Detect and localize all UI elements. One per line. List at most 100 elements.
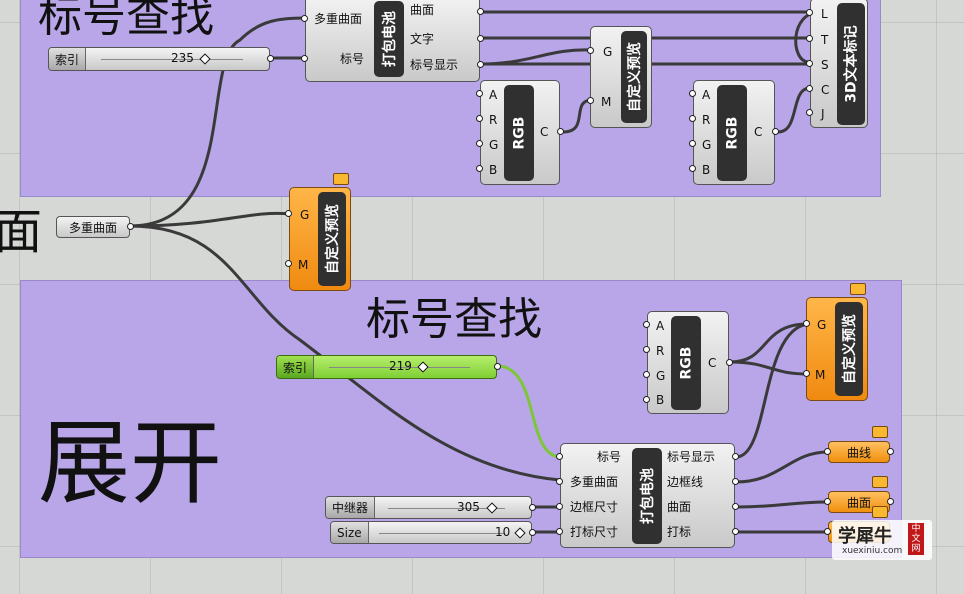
rgb-in-port[interactable] <box>643 371 650 378</box>
rgb-in-port[interactable] <box>689 90 696 97</box>
tag-in-port[interactable] <box>806 85 813 92</box>
rgb-bar: RGB <box>671 316 701 410</box>
pack-bottom-in-port[interactable] <box>556 528 563 535</box>
bottom-group-title: 标号查找 <box>366 294 542 345</box>
pack-top-in-port[interactable] <box>301 15 308 22</box>
index-slider-bottom-output[interactable] <box>494 363 501 370</box>
rgb-in-port[interactable] <box>689 140 696 147</box>
rgb-bar: RGB <box>717 85 747 181</box>
pack-top-output-2: 标号显示 <box>410 58 459 72</box>
custom-preview-bar: 自定义预览 <box>318 192 346 286</box>
preview-input-g: G <box>603 45 613 59</box>
preview-in-port[interactable] <box>587 97 594 104</box>
pack-bottom-output-1: 边框线 <box>667 475 704 489</box>
rgb-input-r: R <box>656 344 665 358</box>
rgb-component-2[interactable]: A R G B RGB C <box>693 80 775 185</box>
pack-bottom-in-port[interactable] <box>556 453 563 460</box>
rgb-in-port[interactable] <box>689 165 696 172</box>
preview-flag-icon <box>850 283 866 295</box>
preview-input-g: G <box>817 318 827 332</box>
pack-component-top[interactable]: 多重曲面 标号 打包电池 曲面 文字 标号显示 <box>305 0 480 82</box>
tag-input-c: C <box>821 83 830 97</box>
index-slider-top-output[interactable] <box>267 55 274 62</box>
rgb-out-port[interactable] <box>772 128 779 135</box>
rgb-component-3[interactable]: A R G B RGB C <box>647 311 729 414</box>
tag-input-l: L <box>821 7 828 21</box>
tag-in-port[interactable] <box>806 35 813 42</box>
custom-preview-bottom[interactable]: G M 自定义预览 <box>806 297 868 401</box>
rgb-in-port[interactable] <box>476 165 483 172</box>
rgb-output-c: C <box>754 125 763 139</box>
multi-surface-param-output[interactable] <box>127 223 134 230</box>
pack-bottom-bar: 打包电池 <box>632 448 662 544</box>
rgb-out-port[interactable] <box>557 128 564 135</box>
pack-bottom-out-port[interactable] <box>732 478 739 485</box>
tag-in-port[interactable] <box>806 60 813 67</box>
pack-top-output-1: 文字 <box>410 32 435 46</box>
slider-grip-icon[interactable] <box>417 361 429 373</box>
size-slider-value: 10 <box>495 525 511 539</box>
rgb-input-b: B <box>656 393 665 407</box>
preview-input-g: G <box>300 208 310 222</box>
pack-bottom-in-port[interactable] <box>556 503 563 510</box>
curve-output-param[interactable]: 曲线 <box>828 441 890 463</box>
tag-in-port[interactable] <box>806 109 813 116</box>
text-tag-bar: 3D文本标记 <box>837 3 865 125</box>
curve-param-input[interactable] <box>824 448 831 455</box>
rgb-in-port[interactable] <box>476 115 483 122</box>
preview-in-port[interactable] <box>803 320 810 327</box>
left-edge-text: 面 <box>0 204 43 260</box>
rgb-out-port[interactable] <box>726 359 733 366</box>
preview-in-port[interactable] <box>285 210 292 217</box>
index-slider-bottom-value: 219 <box>389 359 412 373</box>
curve-param-output[interactable] <box>887 448 894 455</box>
index-slider-bottom[interactable]: 索引 219 <box>276 355 497 379</box>
preview-input-m: M <box>815 368 826 382</box>
pack-bottom-out-port[interactable] <box>732 503 739 510</box>
rgb-in-port[interactable] <box>476 140 483 147</box>
watermark-main: 学犀牛 <box>838 526 892 547</box>
tag-in-port[interactable] <box>806 9 813 16</box>
size-slider[interactable]: Size 10 <box>330 521 532 544</box>
preview-in-port[interactable] <box>803 370 810 377</box>
tag-input-t: T <box>821 33 829 47</box>
rgb-input-a: A <box>656 319 665 333</box>
pack-bottom-input-1: 多重曲面 <box>570 475 619 489</box>
rgb-input-r: R <box>702 113 711 127</box>
rgb-in-port[interactable] <box>643 321 650 328</box>
rgb-in-port[interactable] <box>689 115 696 122</box>
pack-bottom-out-port[interactable] <box>732 453 739 460</box>
rgb-in-port[interactable] <box>476 90 483 97</box>
custom-preview-middle[interactable]: G M 自定义预览 <box>289 187 351 291</box>
rgb-input-r: R <box>489 113 498 127</box>
preview-in-port[interactable] <box>587 47 594 54</box>
rgb-input-b: B <box>489 163 498 177</box>
tag-input-j: J <box>821 107 825 121</box>
pack-bottom-out-port[interactable] <box>732 528 739 535</box>
slider-grip-icon[interactable] <box>486 502 498 514</box>
pack-bottom-in-port[interactable] <box>556 478 563 485</box>
rgb-in-port[interactable] <box>643 396 650 403</box>
slider-grip-icon[interactable] <box>514 527 526 539</box>
rgb-in-port[interactable] <box>643 346 650 353</box>
pack-top-out-port[interactable] <box>477 35 484 42</box>
pack-top-out-port[interactable] <box>477 61 484 68</box>
text-tag-component[interactable]: L T S C J 3D文本标记 <box>810 0 868 128</box>
pack-top-in-port[interactable] <box>301 55 308 62</box>
surface-param-output[interactable] <box>887 498 894 505</box>
custom-preview-top[interactable]: G M 自定义预览 <box>590 26 652 128</box>
size-slider-output[interactable] <box>529 529 536 536</box>
relay-slider[interactable]: 中继器 305 <box>325 496 532 519</box>
surface-param-input[interactable] <box>824 498 831 505</box>
custom-preview-bar: 自定义预览 <box>621 31 647 123</box>
preview-in-port[interactable] <box>285 260 292 267</box>
pack-component-bottom[interactable]: 标号 多重曲面 边框尺寸 打标尺寸 打包电池 标号显示 边框线 曲面 打标 <box>560 443 735 548</box>
slider-grip-icon[interactable] <box>199 53 211 65</box>
multi-surface-param[interactable]: 多重曲面 <box>56 216 130 238</box>
index-slider-top[interactable]: 索引 235 <box>48 47 270 71</box>
rgb-component-1[interactable]: A R G B RGB C <box>480 80 560 185</box>
pack-top-out-port[interactable] <box>477 8 484 15</box>
relay-slider-output[interactable] <box>529 504 536 511</box>
mark-param-input[interactable] <box>824 528 831 535</box>
